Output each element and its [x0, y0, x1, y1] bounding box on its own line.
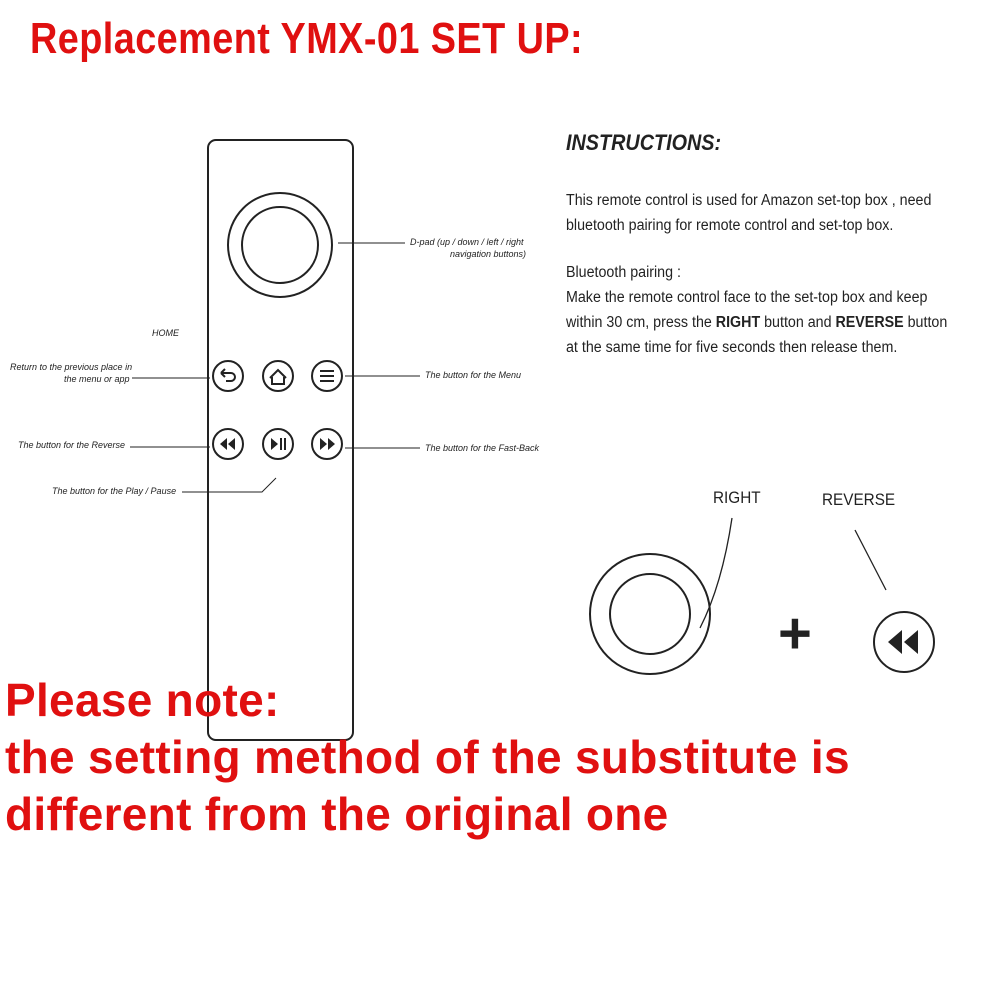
intro-line1: This remote control is used for Amazon s…: [566, 192, 932, 209]
menu-label: The button for the Menu: [425, 370, 522, 380]
instructions-heading: INSTRUCTIONS:: [566, 130, 722, 155]
bt-line2: within 30 cm, press the RIGHT button and…: [566, 310, 947, 335]
reverse-caption: REVERSE: [822, 490, 896, 509]
bt-heading: Bluetooth pairing :: [566, 264, 681, 281]
bt-line2-part: button and: [760, 314, 836, 331]
fastback-label: The button for the Fast-Back: [425, 443, 540, 453]
pairing-dpad-outer-icon: [589, 553, 711, 675]
dpad-outer-ring: [227, 192, 333, 298]
bt-right-emphasis: RIGHT: [715, 314, 761, 331]
back-label-line1: Return to the previous place in: [10, 362, 133, 372]
reverse-leader-line-2: [854, 529, 887, 591]
please-note-block: Please note: the setting method of the s…: [5, 672, 850, 843]
note-line1: Please note:: [5, 674, 280, 726]
back-label-line2: the menu or app: [64, 374, 130, 384]
bt-reverse-emphasis: REVERSE: [835, 314, 904, 331]
right-leader-line: [699, 517, 733, 629]
dpad-label-line2: navigation buttons): [450, 249, 527, 259]
right-caption: RIGHT: [713, 488, 761, 507]
pairing-dpad-inner-icon: [609, 573, 691, 655]
playpause-label: The button for the Play / Pause: [52, 486, 177, 496]
note-line2: the setting method of the substitute is: [5, 731, 850, 783]
menu-button-icon: [311, 360, 343, 392]
page-title: Replacement YMX-01 SET UP:: [30, 14, 584, 63]
bt-line2-part: within 30 cm, press the: [566, 314, 716, 331]
bluetooth-pairing-section: Bluetooth pairing : Make the remote cont…: [566, 260, 947, 360]
fast-forward-button-icon: [311, 428, 343, 460]
home-label: HOME: [152, 328, 179, 338]
intro-line2: bluetooth pairing for remote control and…: [566, 217, 894, 234]
pairing-rewind-icon: [873, 611, 935, 673]
play-pause-button-icon: [262, 428, 294, 460]
back-button-icon: [212, 360, 244, 392]
plus-sign: +: [778, 601, 812, 666]
dpad-label-line1: D-pad (up / down / left / right: [410, 237, 524, 247]
playpause-leader-line: [182, 477, 277, 493]
reverse-label: The button for the Reverse: [18, 440, 126, 450]
bt-line3: at the same time for five seconds then r…: [566, 339, 898, 356]
bt-line1: Make the remote control face to the set-…: [566, 289, 928, 306]
note-line3: different from the original one: [5, 788, 669, 840]
bt-line2-part: button: [903, 314, 948, 331]
instructions-intro: This remote control is used for Amazon s…: [566, 188, 931, 238]
dpad-center-button: [241, 206, 319, 284]
remote-body: [207, 139, 354, 741]
home-button-icon: [262, 360, 294, 392]
rewind-button-icon: [212, 428, 244, 460]
